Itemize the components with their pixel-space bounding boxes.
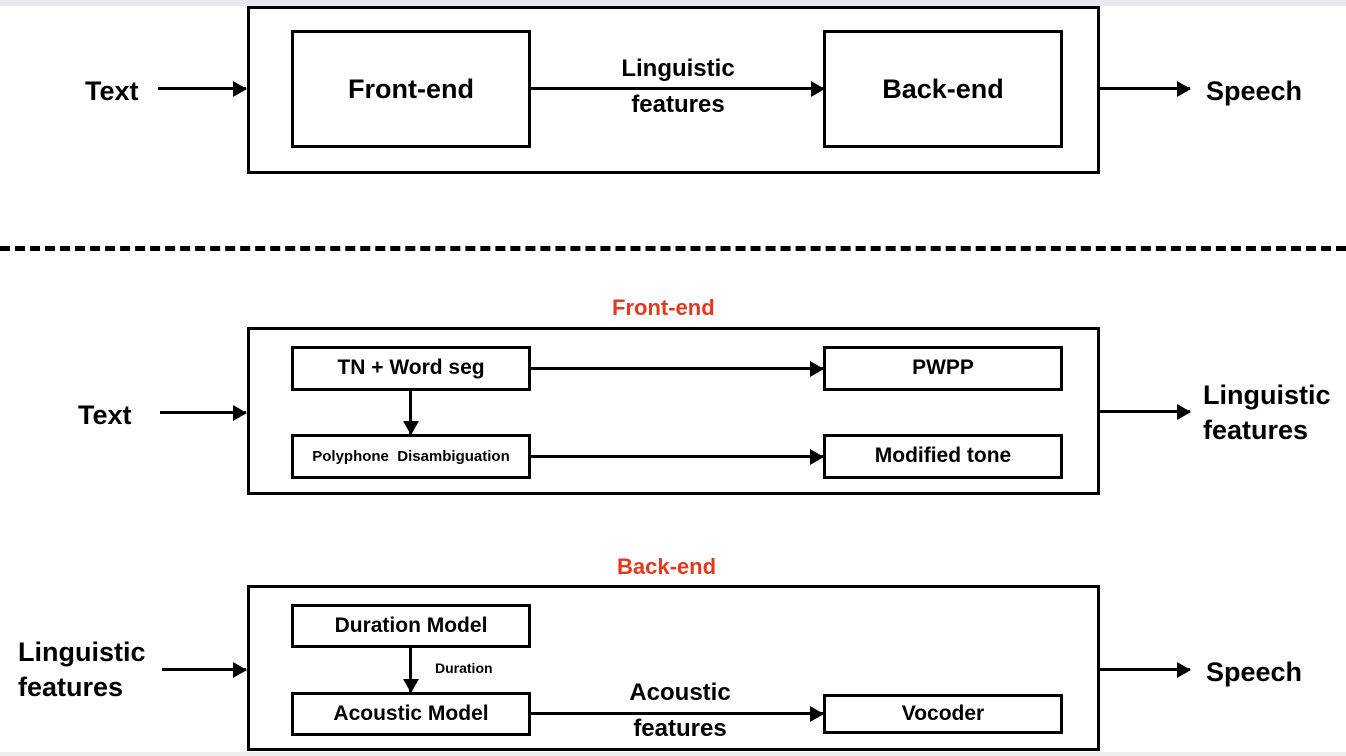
overview-system-box	[247, 6, 1100, 174]
frontend-block-modified-tone[interactable]: Modified tone	[823, 434, 1063, 479]
backend-block-acoustic-model-label: Acoustic Model	[333, 701, 489, 725]
frontend-block-tn-word-seg[interactable]: TN + Word seg	[291, 346, 531, 391]
backend-input-label-line1: Linguistic	[18, 637, 146, 667]
backend-container-box	[247, 585, 1100, 751]
frontend-block-pwpp[interactable]: PWPP	[823, 346, 1063, 391]
frontend-input-arrow	[160, 411, 246, 414]
backend-acoustic-features-arrow	[531, 712, 823, 715]
backend-output-speech-label: Speech	[1206, 657, 1303, 687]
overview-backend-label: Back-end	[882, 73, 1004, 104]
backend-acoustic-features-label-line2: features	[633, 715, 727, 742]
overview-linguistic-features-arrow	[531, 87, 824, 90]
backend-block-vocoder[interactable]: Vocoder	[823, 694, 1063, 734]
backend-section-title: Back-end	[617, 554, 717, 579]
overview-output-arrow	[1100, 87, 1190, 90]
frontend-input-text-label: Text	[78, 400, 132, 430]
section-divider	[0, 246, 1346, 251]
top-edge-strip	[0, 0, 1346, 6]
frontend-container-box	[247, 327, 1100, 495]
frontend-polyphone-to-modified-tone-arrow	[531, 455, 823, 458]
overview-frontend-label: Front-end	[348, 73, 474, 104]
backend-input-arrow	[162, 668, 246, 671]
overview-output-speech-label: Speech	[1206, 76, 1303, 106]
backend-duration-arrow-label: Duration	[435, 660, 493, 676]
backend-block-acoustic-model[interactable]: Acoustic Model	[291, 692, 531, 736]
frontend-block-modified-tone-label: Modified tone	[874, 444, 1012, 468]
backend-acoustic-features-label-line1: Acoustic	[629, 679, 731, 706]
bottom-edge-strip	[0, 752, 1346, 756]
overview-backend-block[interactable]: Back-end	[823, 30, 1063, 148]
overview-frontend-block[interactable]: Front-end	[291, 30, 531, 148]
frontend-block-polyphone-disambiguation[interactable]: Polyphone Disambiguation	[291, 434, 531, 479]
frontend-block-pwpp-label: PWPP	[912, 356, 974, 380]
overview-linguistic-features-label-line1: Linguistic	[621, 55, 735, 82]
frontend-output-label-line2: features	[1203, 415, 1309, 445]
overview-input-text-label: Text	[85, 76, 139, 106]
frontend-tn-to-polyphone-arrow	[409, 391, 412, 434]
frontend-section-title: Front-end	[612, 295, 715, 320]
backend-input-label-line2: features	[18, 672, 124, 702]
frontend-output-arrow	[1100, 410, 1190, 413]
backend-duration-arrow	[409, 648, 412, 692]
backend-output-arrow	[1100, 668, 1190, 671]
frontend-output-label-line1: Linguistic	[1203, 380, 1331, 410]
backend-block-duration-model[interactable]: Duration Model	[291, 604, 531, 648]
backend-block-duration-model-label: Duration Model	[334, 613, 488, 637]
frontend-block-polyphone-disambiguation-label: Polyphone Disambiguation	[312, 447, 510, 465]
frontend-tn-to-pwpp-arrow	[531, 367, 823, 370]
backend-block-vocoder-label: Vocoder	[901, 701, 985, 725]
overview-linguistic-features-label-line2: features	[631, 91, 725, 118]
overview-input-arrow	[158, 87, 246, 90]
frontend-block-tn-word-seg-label: TN + Word seg	[337, 356, 485, 380]
